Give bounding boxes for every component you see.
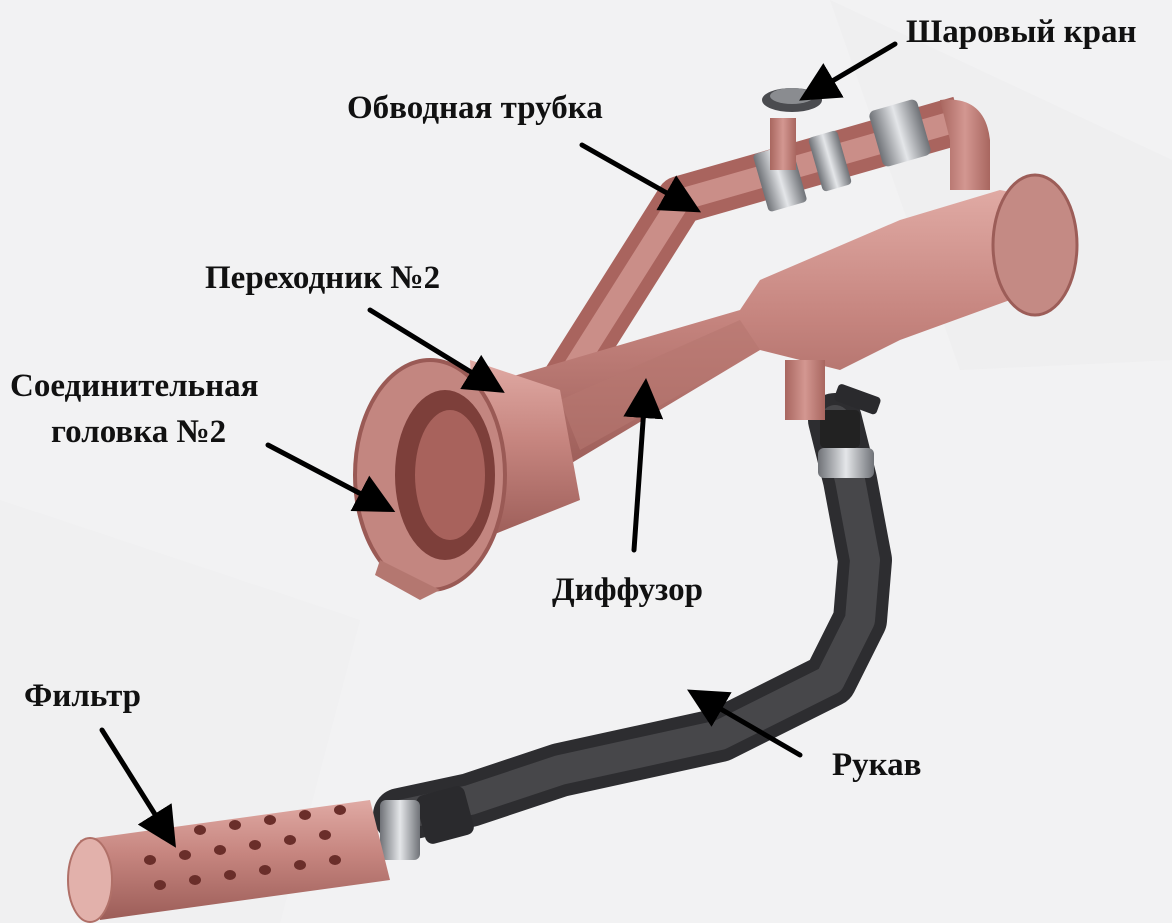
label-hose: Рукав	[832, 745, 922, 785]
label-coupling-line2: головка №2	[51, 412, 226, 452]
arrow-bypass-tube	[582, 145, 688, 205]
label-coupling-line1: Соединительная	[10, 366, 258, 406]
label-adapter: Переходник №2	[205, 258, 440, 298]
label-diffuser: Диффузор	[552, 570, 703, 610]
label-bypass-tube: Обводная трубка	[347, 88, 603, 128]
label-ball-valve: Шаровый кран	[906, 12, 1137, 52]
label-filter: Фильтр	[24, 676, 141, 716]
coupling-head	[355, 360, 580, 600]
